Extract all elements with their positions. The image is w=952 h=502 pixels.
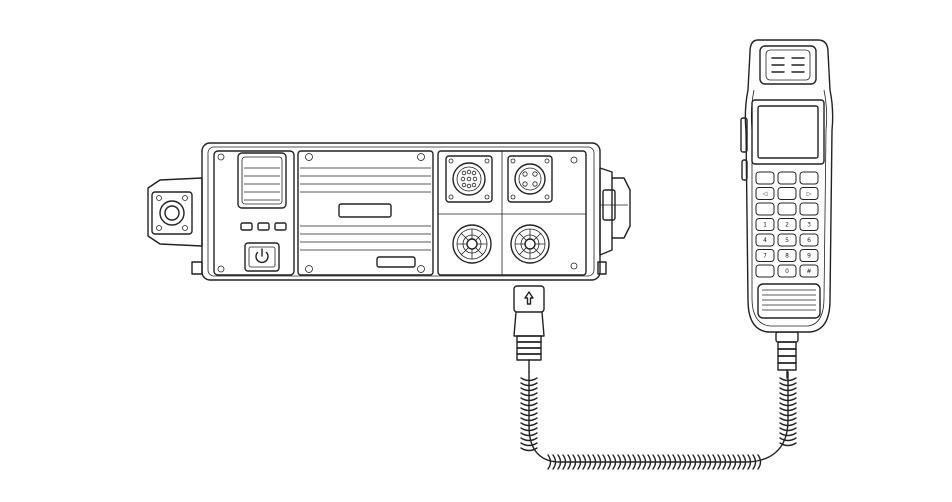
keypad-key-label: ◁ xyxy=(763,191,768,198)
radio-main-unit xyxy=(147,142,631,281)
keypad-key-label: 1 xyxy=(763,222,767,229)
keypad-key-label: 4 xyxy=(763,237,767,244)
keypad-key[interactable]: # xyxy=(799,264,819,278)
indicator-leds xyxy=(240,222,287,231)
handset-keypad: ◁ ▷ 1 2 3 4 5 6 7 8 9 0 # xyxy=(755,171,819,278)
keypad-key-label: ▷ xyxy=(807,191,812,198)
keypad-key-label: 2 xyxy=(785,222,789,229)
heatsink-panel xyxy=(297,150,434,276)
speaker-grille xyxy=(237,152,287,209)
keypad-key[interactable]: 6 xyxy=(799,233,819,247)
microphone-grille xyxy=(757,283,821,319)
keypad-key-label: 5 xyxy=(785,237,789,244)
multi-pin-connector-top-left xyxy=(445,155,493,203)
round-connector-bottom-right xyxy=(510,224,550,264)
coiled-cable xyxy=(520,371,797,470)
keypad-key[interactable]: 3 xyxy=(799,218,819,231)
round-connector-bottom-left xyxy=(452,224,492,264)
power-icon xyxy=(255,248,269,264)
keypad-key[interactable]: 5 xyxy=(777,233,797,247)
power-button[interactable] xyxy=(244,242,280,272)
control-panel-left xyxy=(213,150,295,276)
keypad-key-label: 8 xyxy=(785,253,789,260)
keypad-key-label: # xyxy=(806,268,811,275)
mounting-bracket-right xyxy=(597,167,631,275)
keypad-key[interactable]: 7 xyxy=(755,249,775,262)
keypad-key[interactable] xyxy=(755,264,775,278)
keypad-key[interactable] xyxy=(755,171,775,185)
keypad-key[interactable]: 1 xyxy=(755,218,775,231)
earpiece-speaker-grille xyxy=(759,45,817,85)
keypad-key[interactable]: 9 xyxy=(799,249,819,262)
cable-coils xyxy=(520,377,797,470)
keypad-key[interactable] xyxy=(755,202,775,216)
keypad-key-label: 3 xyxy=(807,222,811,229)
keypad-key[interactable] xyxy=(799,202,819,216)
ptt-side-button[interactable] xyxy=(740,117,748,153)
keypad-key-label: 6 xyxy=(807,237,811,244)
power-connector-top-right xyxy=(507,155,553,203)
keypad-key[interactable]: 4 xyxy=(755,233,775,247)
keypad-key[interactable]: ◁ xyxy=(755,187,775,200)
connector-panel xyxy=(437,150,587,276)
keypad-key[interactable] xyxy=(777,202,797,216)
keypad-key[interactable]: 8 xyxy=(777,249,797,262)
cable-plug xyxy=(513,285,545,373)
keypad-key[interactable] xyxy=(777,187,797,200)
handset-cable-boot xyxy=(775,331,799,379)
keypad-key-label: 7 xyxy=(763,253,767,260)
handset-display-screen xyxy=(751,99,825,165)
antenna-connector-bracket xyxy=(147,177,203,275)
keypad-key[interactable] xyxy=(799,171,819,185)
keypad-key[interactable]: 2 xyxy=(777,218,797,231)
handset-microphone: ◁ ▷ 1 2 3 4 5 6 7 8 9 0 # xyxy=(740,39,834,333)
keypad-key[interactable]: 0 xyxy=(777,264,797,278)
keypad-key-label: 0 xyxy=(785,268,789,275)
keypad-key[interactable] xyxy=(777,171,797,185)
keypad-key[interactable]: ▷ xyxy=(799,187,819,200)
keypad-key-label: 9 xyxy=(807,253,811,260)
